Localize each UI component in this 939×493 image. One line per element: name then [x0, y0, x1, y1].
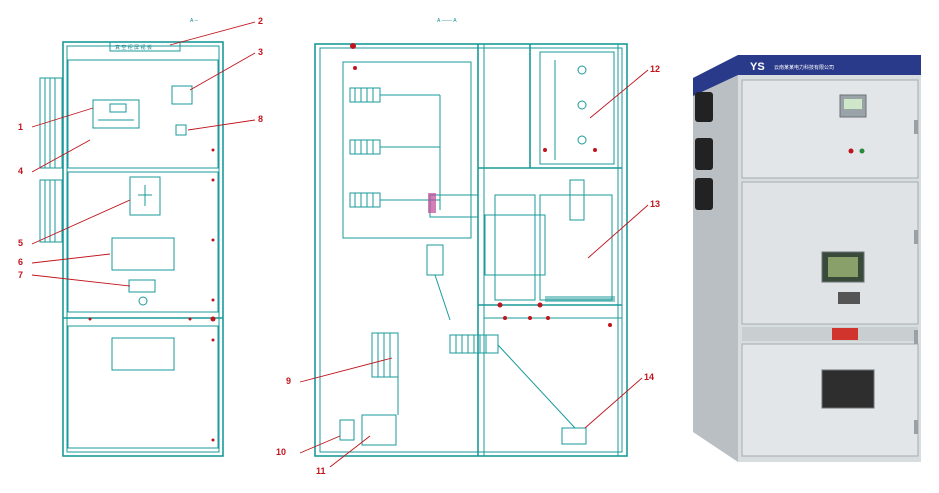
breaker-compartment: [539, 194, 613, 301]
callout-4: 4: [18, 166, 23, 176]
current-transformer: [371, 332, 499, 378]
callout-6: 6: [18, 257, 23, 267]
cabinet-photo: YS 云南某某电力科技有限公司: [693, 55, 921, 462]
indicator-window: [171, 85, 193, 105]
callout-3: 3: [258, 47, 263, 57]
control-unit: [92, 99, 140, 129]
section-callouts: 9 10 11 12 13 14: [276, 64, 660, 476]
mechanical-interlock: [129, 176, 161, 216]
callout-8: 8: [258, 114, 263, 124]
upper-compartment-door: [67, 59, 219, 169]
warning-sign: [832, 328, 858, 340]
nameplate-text: 真 空 柜 屏 视 板: [115, 44, 152, 51]
front-view: A ─ 真 空 柜 屏 视 板: [39, 18, 224, 457]
upper-insulators: [349, 87, 441, 210]
nameplate: [109, 41, 181, 52]
callout-5: 5: [18, 238, 23, 248]
side-device-1: [695, 92, 713, 122]
section-top-marker: A ─── A: [437, 18, 457, 24]
brand-logo: YS: [750, 61, 765, 73]
callout-13: 13: [650, 199, 660, 209]
photo-lower-window: [821, 369, 875, 409]
middle-compartment-door: [67, 171, 219, 313]
callout-2: 2: [258, 16, 263, 26]
callout-11: 11: [316, 466, 326, 476]
front-cabinet-outline: [62, 41, 224, 457]
instrument-compartment: [342, 61, 472, 239]
callout-12: 12: [650, 64, 660, 74]
callout-1: 1: [18, 122, 23, 132]
left-vent-fins: [39, 77, 63, 243]
brand-band: [738, 55, 921, 75]
observation-window: [111, 237, 175, 271]
photo-upper-door: [741, 79, 919, 179]
surge-arrester: [561, 427, 587, 445]
section-cabinet-outline: [314, 43, 628, 457]
callout-7: 7: [18, 270, 23, 280]
indicator-lamp: [175, 124, 187, 136]
callout-9: 9: [286, 376, 291, 386]
front-callouts: 1 2 3 4 5 6 7 8: [18, 16, 263, 287]
lower-compartment-door: [67, 325, 219, 449]
voltage-transformer: [361, 414, 397, 446]
operating-hole: [128, 279, 156, 293]
brand-text: 云南某某电力科技有限公司: [774, 64, 834, 71]
front-top-marker: A ─: [190, 18, 198, 24]
section-view: A ─── A: [314, 18, 628, 457]
callout-10: 10: [276, 447, 286, 457]
lower-window: [111, 337, 175, 371]
side-device-2: [695, 138, 713, 170]
callout-14: 14: [644, 372, 654, 382]
side-device-3: [695, 178, 713, 210]
busbar-compartment: [539, 51, 615, 165]
